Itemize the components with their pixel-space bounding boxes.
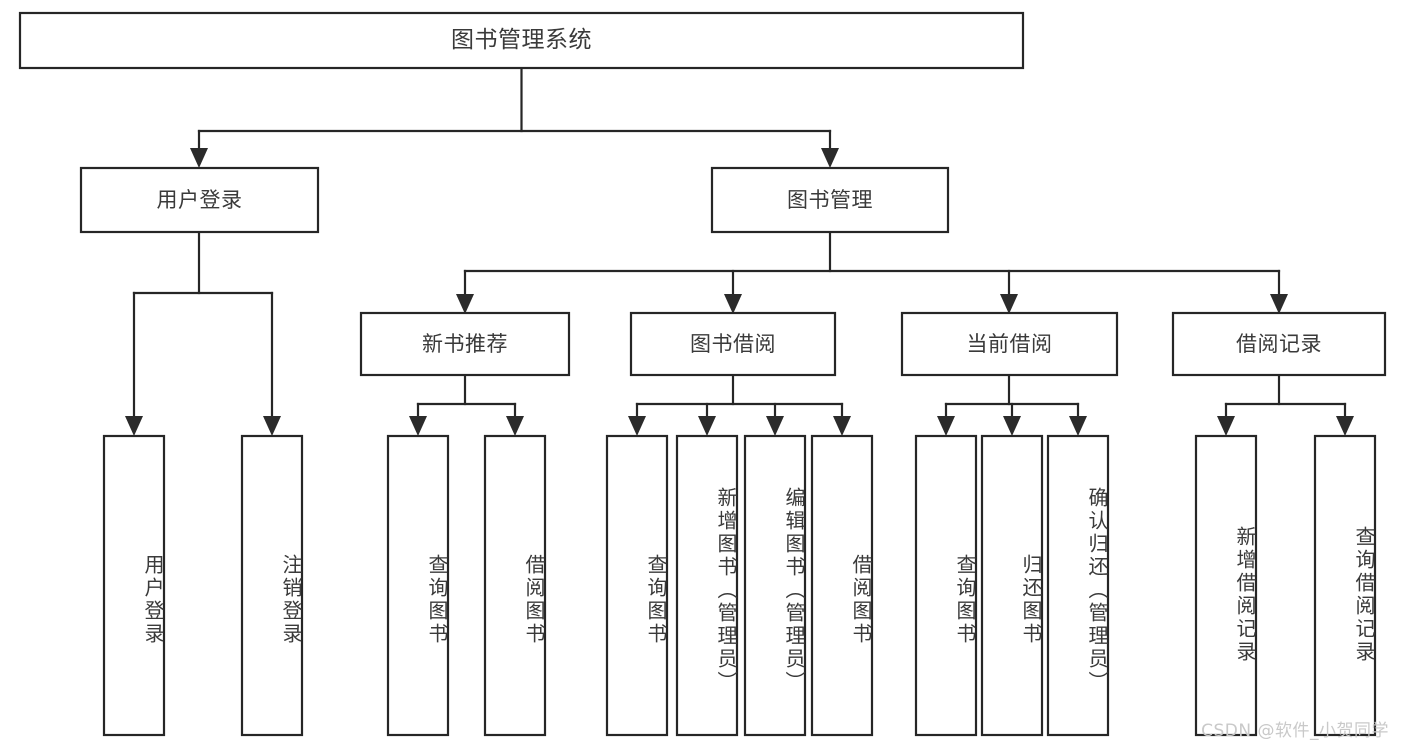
arrow-head-leaf-query-book-3 bbox=[937, 416, 955, 436]
arrow-head-current-borrow bbox=[1000, 294, 1018, 314]
node-box-leaf-query-book-1[interactable] bbox=[386, 434, 450, 737]
arrow-head-book-borrow bbox=[724, 294, 742, 314]
arrow-head-leaf-logout bbox=[263, 416, 281, 436]
node-box-leaf-logout[interactable] bbox=[240, 434, 304, 737]
arrow-head-new-book-rec bbox=[456, 294, 474, 314]
node-box-leaf-user-login[interactable] bbox=[102, 434, 166, 737]
arrow-head-leaf-query-record bbox=[1336, 416, 1354, 436]
arrow-head-leaf-borrow-book-2 bbox=[833, 416, 851, 436]
node-box-leaf-query-book-2[interactable] bbox=[605, 434, 669, 737]
node-box-borrow-record[interactable] bbox=[1171, 311, 1387, 377]
node-box-leaf-return-book[interactable] bbox=[980, 434, 1044, 737]
arrow-head-leaf-edit-book bbox=[766, 416, 784, 436]
node-box-leaf-add-book[interactable] bbox=[675, 434, 739, 737]
arrow-head-leaf-return-book bbox=[1003, 416, 1021, 436]
arrow-head-leaf-borrow-book-1 bbox=[506, 416, 524, 436]
arrow-head-book-manage bbox=[821, 148, 839, 168]
node-box-leaf-add-record[interactable] bbox=[1194, 434, 1258, 737]
arrow-head-leaf-add-book bbox=[698, 416, 716, 436]
node-box-leaf-edit-book[interactable] bbox=[743, 434, 807, 737]
node-box-leaf-borrow-book-2[interactable] bbox=[810, 434, 874, 737]
node-box-new-book-rec[interactable] bbox=[359, 311, 571, 377]
arrow-head-leaf-user-login bbox=[125, 416, 143, 436]
node-box-book-borrow[interactable] bbox=[629, 311, 837, 377]
arrow-head-leaf-confirm-return bbox=[1069, 416, 1087, 436]
node-box-book-manage[interactable] bbox=[710, 166, 950, 234]
arrow-head-user-login bbox=[190, 148, 208, 168]
arrow-head-leaf-query-book-2 bbox=[628, 416, 646, 436]
nodes-group bbox=[18, 11, 1387, 737]
node-box-leaf-borrow-book-1[interactable] bbox=[483, 434, 547, 737]
node-box-leaf-confirm-return[interactable] bbox=[1046, 434, 1110, 737]
arrow-head-leaf-add-record bbox=[1217, 416, 1235, 436]
node-box-user-login[interactable] bbox=[79, 166, 320, 234]
node-box-leaf-query-book-3[interactable] bbox=[914, 434, 978, 737]
arrow-head-leaf-query-book-1 bbox=[409, 416, 427, 436]
node-box-current-borrow[interactable] bbox=[900, 311, 1119, 377]
connectors-group bbox=[125, 66, 1354, 436]
node-box-root[interactable] bbox=[18, 11, 1025, 70]
arrow-head-borrow-record bbox=[1270, 294, 1288, 314]
node-box-leaf-query-record[interactable] bbox=[1313, 434, 1377, 737]
